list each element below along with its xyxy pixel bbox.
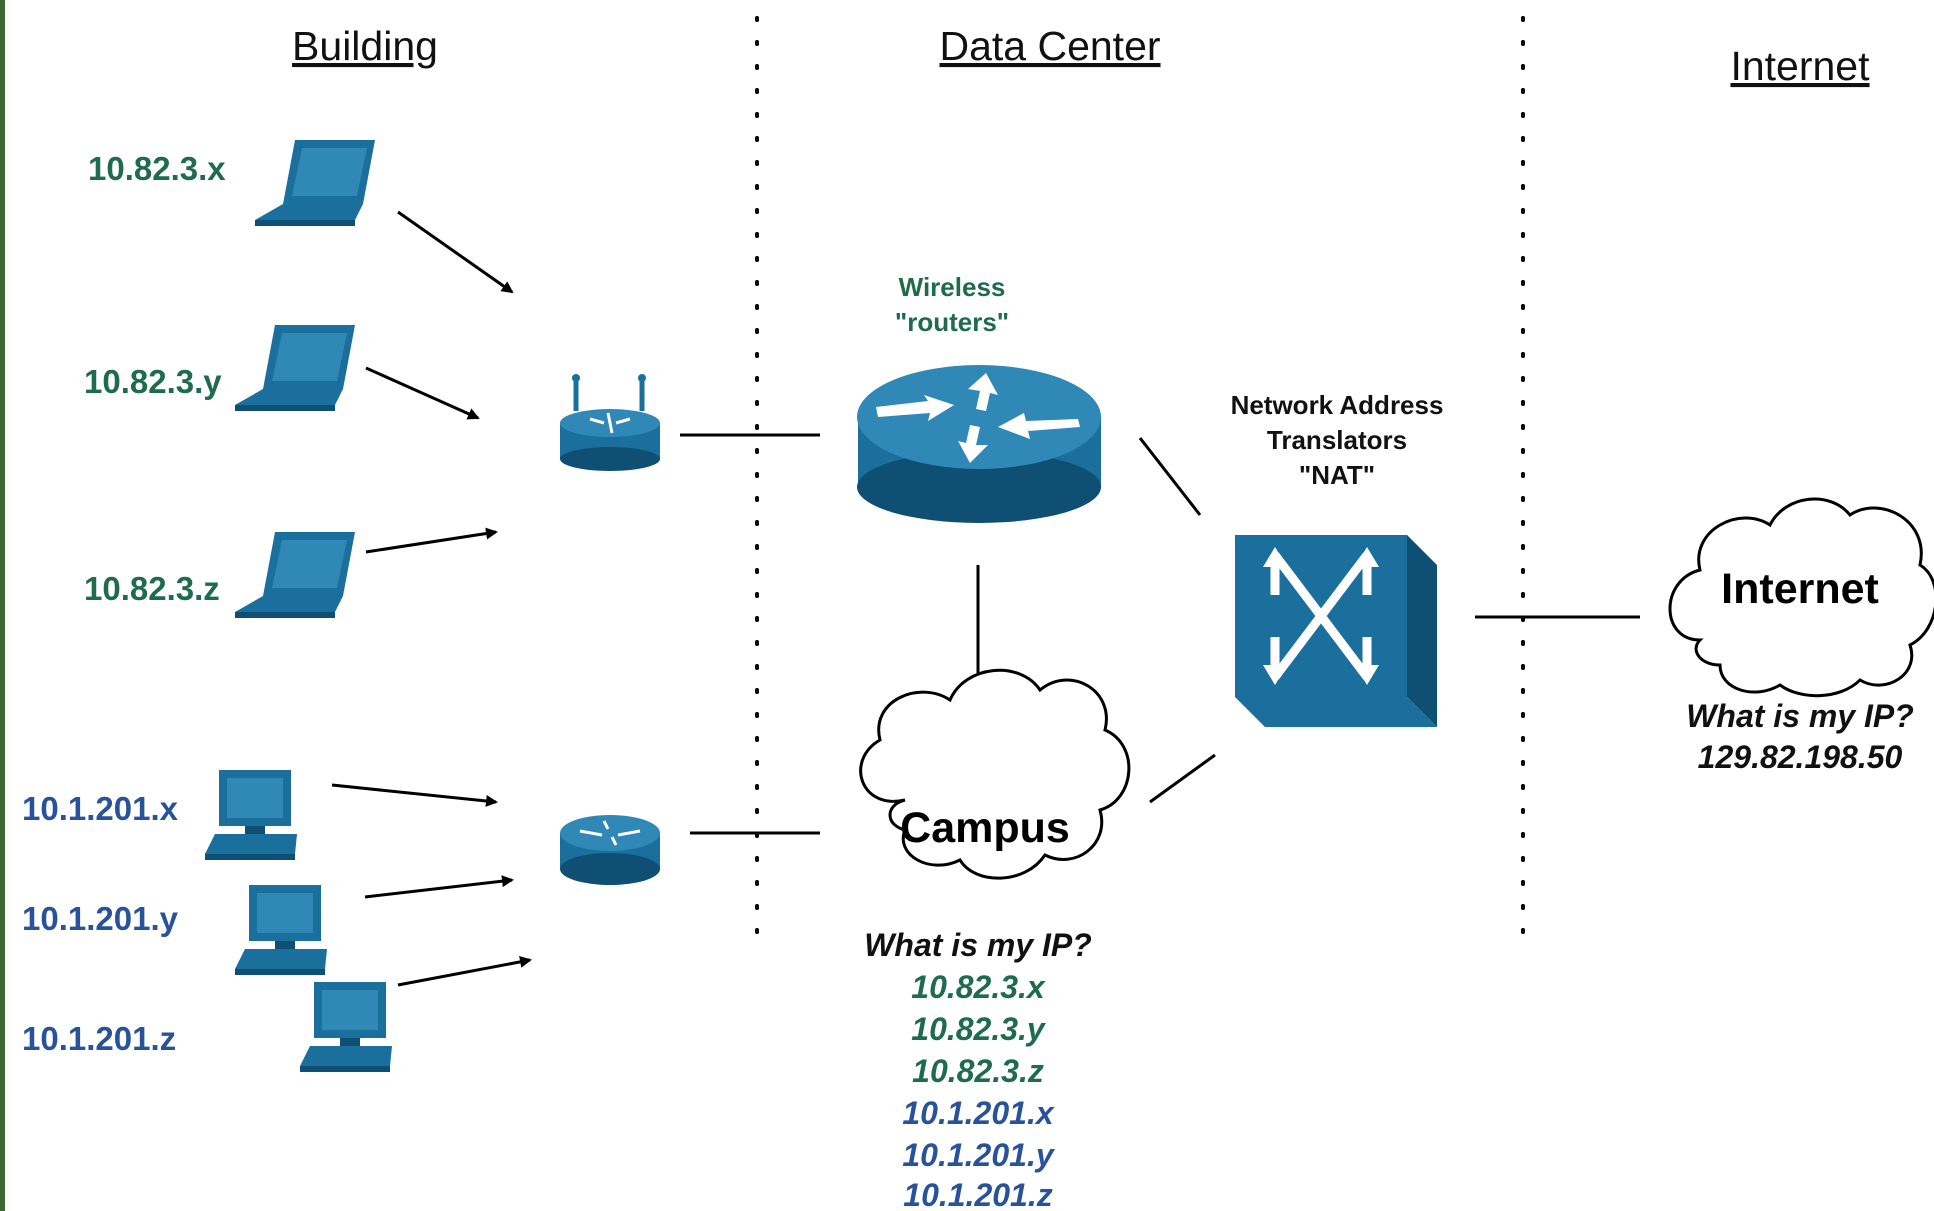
cloud-icon	[859, 668, 1131, 880]
switch-icon	[1235, 535, 1437, 727]
desktop-computer-icon	[300, 982, 392, 1072]
header-datacenter: Data Center	[939, 23, 1160, 69]
router-icon	[560, 815, 660, 885]
desktop-computer-icon	[235, 885, 327, 975]
connection-arrow	[365, 366, 480, 420]
nat-label: Network Address	[1231, 390, 1444, 420]
laptop-label: 10.82.3.x	[88, 150, 226, 187]
cloud-icon	[1668, 497, 1934, 698]
desktop-label: 10.1.201.y	[22, 900, 179, 937]
campus-ip-answer: 10.82.3.z	[912, 1053, 1044, 1089]
left-edge-strip	[0, 0, 5, 1211]
desktop-computer-icon	[205, 770, 297, 860]
connection-arrow	[364, 875, 514, 899]
laptop-label: 10.82.3.z	[84, 570, 220, 607]
nat-label: "NAT"	[1299, 460, 1375, 490]
laptop-label: 10.82.3.y	[84, 363, 222, 400]
laptop-icon	[235, 532, 355, 618]
campus-ip-answer: 10.1.201.y	[902, 1137, 1055, 1173]
nat-label: Translators	[1267, 425, 1407, 455]
campus-label: Campus	[900, 804, 1070, 852]
header-internet: Internet	[1730, 43, 1870, 89]
connection-arrow	[365, 527, 498, 554]
internet-ip-answer: 129.82.198.50	[1698, 739, 1903, 775]
campus-question: What is my IP?	[864, 927, 1092, 963]
connection-arrow	[397, 955, 532, 987]
campus-ip-answer: 10.82.3.y	[911, 1011, 1047, 1047]
internet-question: What is my IP?	[1686, 698, 1914, 734]
campus-ip-answer: 10.1.201.x	[902, 1095, 1054, 1131]
laptop-icon	[235, 325, 355, 411]
campus-ip-answer: 10.1.201.z	[903, 1177, 1052, 1211]
desktop-label: 10.1.201.x	[22, 790, 179, 827]
wireless-router-label: "routers"	[895, 307, 1009, 337]
connection-arrow	[397, 210, 514, 294]
desktop-label: 10.1.201.z	[22, 1020, 176, 1057]
link-wireless-router-to-nat	[1138, 437, 1202, 516]
connection-arrow	[331, 783, 498, 807]
wireless-router-label: Wireless	[899, 272, 1006, 302]
header-building: Building	[292, 23, 438, 69]
laptop-icon	[255, 140, 375, 226]
router-icon	[857, 365, 1101, 523]
wireless-access-point-icon	[560, 374, 660, 471]
internet-label: Internet	[1721, 565, 1879, 613]
link-campus-to-nat	[1149, 753, 1216, 804]
campus-ip-answer: 10.82.3.x	[911, 969, 1046, 1005]
